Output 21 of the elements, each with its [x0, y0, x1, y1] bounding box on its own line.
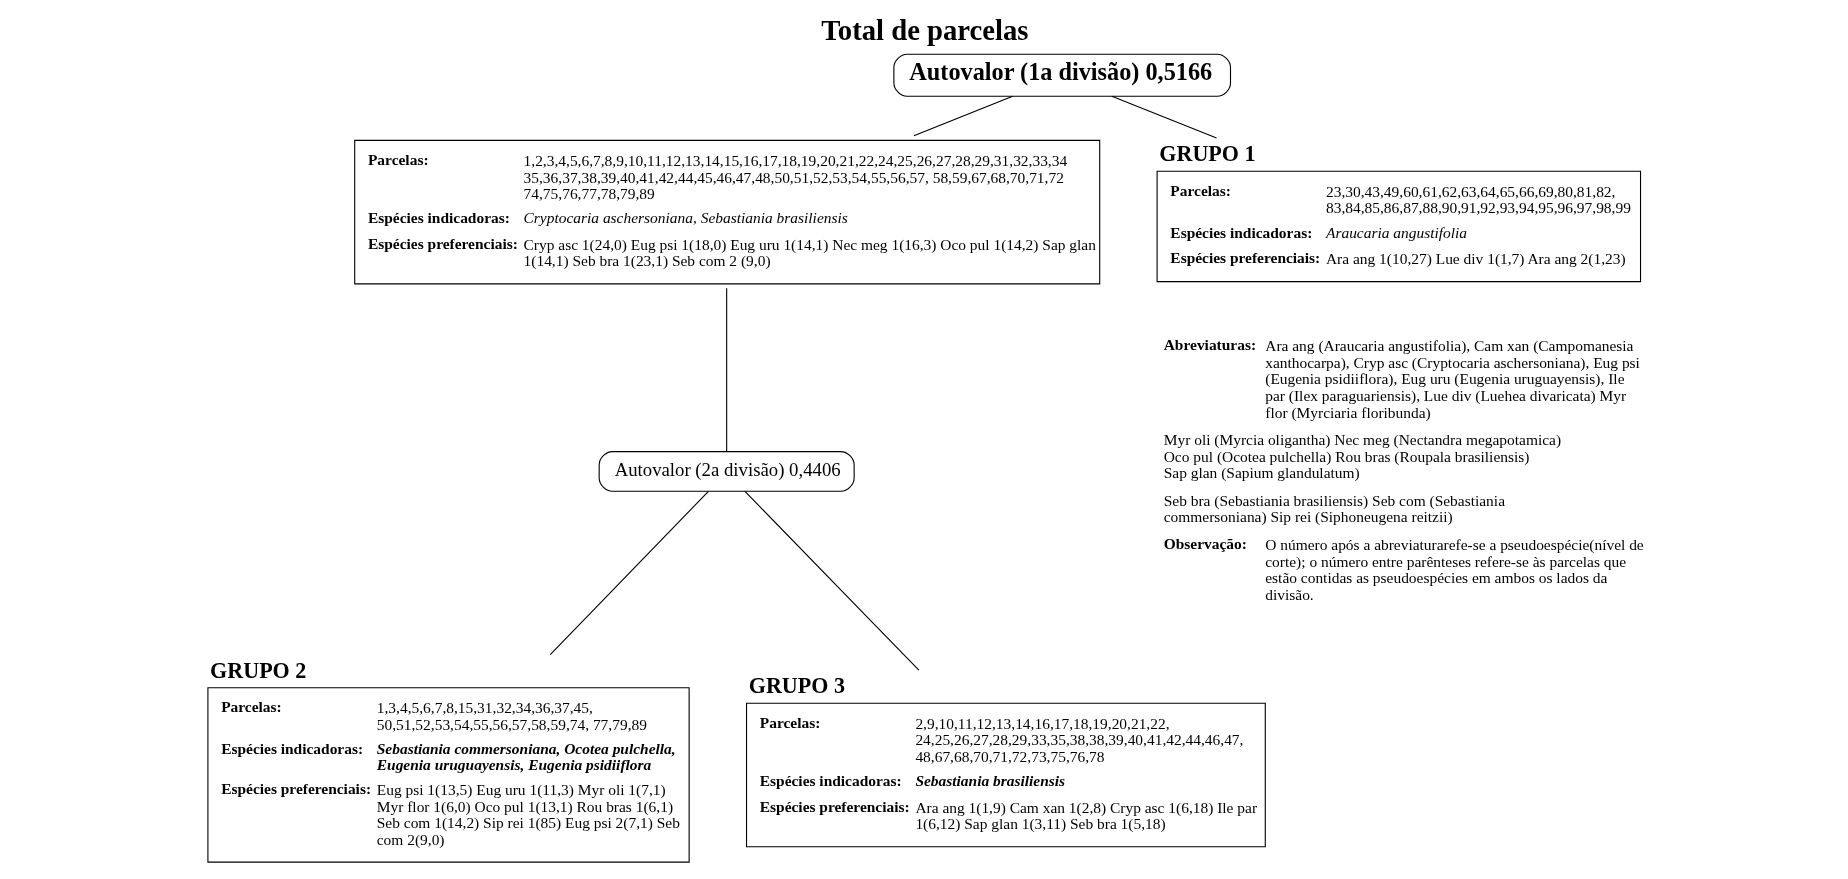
label: Abreviaturas:: [1163, 335, 1256, 353]
label: Ara ang (Araucaria angustifolia), Cam xan (Campomanesia xanthocarpa), Cryp asc (Cryptocaria aschersoniana), Eug psi (Eugenia psidiiflora), Eug uru (Eugenia uruguayensis), Ile par (Ilex paraguariensis), Lue div (Luehea divaricata) Myr flor (Myrciaria floribunda): [1264, 336, 1640, 421]
node-box: Parcelas: 1,2,3,4,5,6,7,8,9,10,11,12,13,14,15,16,17,18,19,20,21,22,24,25,26,27,28,29,31,32,33,34 35,36,37,38,39,40,41,42,44,45,46,47,48,50,51,52,53,54,55,56,57, 58,59,67,68,70,71,72 74,75,76,77,78,79,89 Espécies indicadoras: Cryptocaria aschersoniana, Sebastiania brasiliensis Espécies preferenciais: Cryp asc 1(24,0) Eug psi 1(18,0) Eug uru 1(14,1) Nec meg 1(16,3) Oco pul 1(14,2) Sap glan 1(14,1) Seb bra 1(23,1) Seb com 2 (9,0): [353, 139, 1100, 284]
diagram-title: Total de parcelas: [820, 13, 1029, 46]
label: O número após a abreviaturarefe-se a pseudoespécie(nível de corte); o número entre parênteses refere-se às parcelas que estão contidas as pseudoespécies em ambos os lados da divisão.: [1264, 535, 1644, 603]
connector: [1110, 95, 1217, 139]
node-box: Parcelas: 1,3,4,5,6,7,8,15,31,32,34,36,37,45, 50,51,52,53,54,55,56,57,58,59,74, 77,79,89 Espécies indicadoras: Sebastiania commersoniana, Ocotea pulchella, Eugenia uruguayensis, Eugenia psidiiflora Espécies preferenciais: Eug psi 1(13,5) Eug uru 1(11,3) Myr oli 1(7,1) Myr flor 1(6,0) Oco pul 1(13,1) Rou bras 1(6,1) Seb com 1(14,2) Sip rei 1(85) Eug psi 2(7,1) Seb com 2(9,0): [206, 686, 690, 863]
connector: [743, 490, 919, 671]
label: Seb bra (Sebastiania brasiliensis) Seb com (Sebastiania commersoniana) Sip rei (Siphoneugena reitzii): [1163, 491, 1505, 525]
connector: [549, 490, 709, 655]
node-box: Parcelas: 2,9,10,11,12,13,14,16,17,18,19,20,21,22, 24,25,26,27,28,29,33,35,38,38,39,40,41,42,44,46,47, 48,67,68,70,71,72,73,75,76,78 Espécies indicadoras: Sebastiania brasiliensis Espécies preferenciais: Ara ang 1(1,9) Cam xan 1(2,8) Cryp asc 1(6,18) Ile par 1(6,12) Sap glan 1(3,11) Seb bra 1(5,18): [745, 702, 1266, 847]
node-box: Parcelas: 23,30,43,49,60,61,62,63,64,65,66,69,80,81,82, 83,84,85,86,87,88,90,91,92,93,94,95,96,97,98,99 Espécies indicadoras: Araucaria angustifolia Espécies preferenciais: Ara ang 1(10,27) Lue div 1(1,7) Ara ang 2(1,23): [1156, 170, 1641, 282]
node-label: GRUPO 3: [748, 672, 845, 698]
label: Myr oli (Myrcia oligantha) Nec meg (Nectandra megapotamica) Oco pul (Ocotea pulchella) Rou bras (Roupala brasiliensis) Sap glan (Sapium glandulatum): [1163, 430, 1561, 481]
label: Observação:: [1163, 534, 1247, 552]
node-label: GRUPO 1: [1158, 140, 1256, 166]
node-label: GRUPO 2: [209, 657, 306, 683]
connector: [725, 287, 727, 452]
connector: [912, 95, 1013, 136]
node-box: Autovalor (2a divisão) 0,4406: [598, 450, 855, 492]
node-box: Autovalor (1a divisão) 0,5166: [892, 53, 1231, 97]
